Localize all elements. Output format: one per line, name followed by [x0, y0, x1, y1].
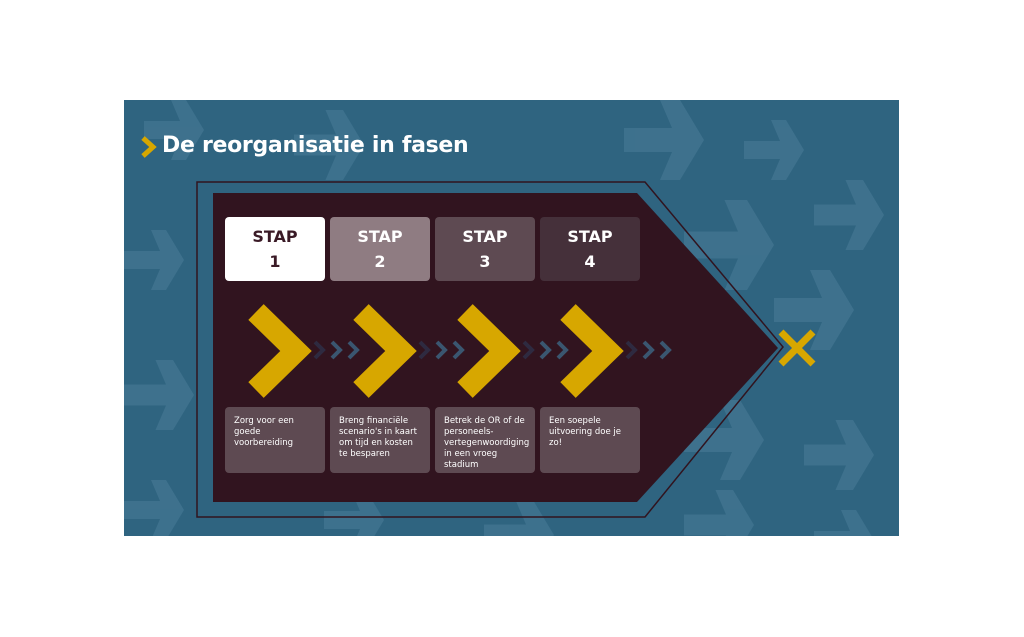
step-number: 3 — [479, 252, 491, 271]
step-4-description: Een soepele uitvoering doe je zo! — [540, 407, 640, 473]
finish-cross-icon — [778, 329, 816, 367]
step-chevron-icon — [560, 304, 624, 398]
step-label: STAP — [462, 227, 508, 246]
step-2-box: STAP 2 — [330, 217, 430, 281]
background-arrow-shape — [804, 420, 874, 490]
background-arrow-shape — [484, 500, 554, 536]
step-3-description: Betrek de OR of de personeels-vertegenwo… — [435, 407, 535, 473]
page-title: De reorganisatie in fasen — [141, 133, 469, 158]
frame-outline — [196, 181, 784, 518]
background-arrow-shape — [124, 360, 194, 430]
small-chevron-icon — [452, 340, 465, 360]
step-label: STAP — [567, 227, 613, 246]
chevron-right-icon — [141, 136, 157, 158]
title-text: De reorganisatie in fasen — [162, 133, 469, 158]
background-arrow-shape — [774, 270, 854, 350]
background-arrow-shape — [144, 100, 204, 160]
small-chevron-icon — [659, 340, 672, 360]
small-chevron-icon — [539, 340, 552, 360]
background-arrow-shape — [814, 510, 872, 536]
small-chevron-icon — [522, 340, 535, 360]
step-label: STAP — [357, 227, 403, 246]
small-chevron-icon — [418, 340, 431, 360]
small-chevron-icon — [347, 340, 360, 360]
background-arrow-shape — [684, 200, 774, 290]
background-arrow-shape — [124, 230, 184, 290]
background-arrow-shape — [124, 480, 184, 536]
small-chevron-icon — [330, 340, 343, 360]
step-1-description: Zorg voor een goede voorbereiding — [225, 407, 325, 473]
background-arrow-shape — [684, 490, 754, 536]
small-chevron-icon — [313, 340, 326, 360]
step-2-description: Breng financiële scenario's in kaart om … — [330, 407, 430, 473]
step-1-box: STAP 1 — [225, 217, 325, 281]
step-number: 2 — [374, 252, 386, 271]
step-number: 4 — [584, 252, 596, 271]
background-arrow-shape — [684, 400, 764, 480]
small-chevron-icon — [435, 340, 448, 360]
step-label: STAP — [252, 227, 298, 246]
step-4-box: STAP 4 — [540, 217, 640, 281]
slide: De reorganisatie in fasen STAP 1 Zorg vo… — [124, 100, 899, 536]
background-arrow-shape — [294, 110, 364, 180]
step-number: 1 — [269, 252, 281, 271]
background-arrow-shape — [624, 100, 704, 180]
step-chevron-icon — [353, 304, 417, 398]
step-3-box: STAP 3 — [435, 217, 535, 281]
step-chevron-icon — [457, 304, 521, 398]
small-chevron-icon — [642, 340, 655, 360]
step-chevron-icon — [248, 304, 312, 398]
small-chevron-icon — [556, 340, 569, 360]
background-arrow-shape — [814, 180, 884, 250]
background-arrow-shape — [744, 120, 804, 180]
small-chevron-icon — [625, 340, 638, 360]
